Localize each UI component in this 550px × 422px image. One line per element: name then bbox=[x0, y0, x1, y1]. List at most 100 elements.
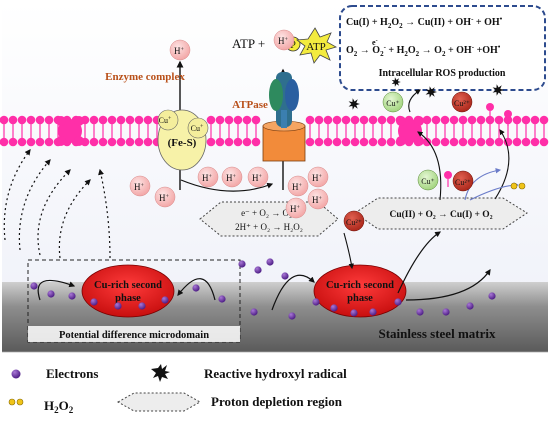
lipid bbox=[386, 115, 396, 147]
lipid bbox=[134, 115, 144, 147]
cu2-ion-membrane-label: Cu²⁺ bbox=[454, 99, 470, 108]
electron bbox=[218, 295, 226, 303]
cu-ion-lower-right-label: Cu⁺ bbox=[421, 177, 435, 186]
cu-rich-phase-right: Cu-rich second phase bbox=[313, 264, 407, 318]
proton-label: H+ bbox=[312, 195, 323, 205]
proton: H+ bbox=[154, 186, 176, 208]
lipid bbox=[8, 115, 18, 147]
phase-left-line2: phase bbox=[115, 293, 141, 304]
electron bbox=[466, 302, 474, 310]
ros-caption: Intracellular ROS production bbox=[379, 68, 506, 79]
atp-equation-text: ATP + bbox=[232, 36, 265, 51]
phosphate-label: P bbox=[290, 40, 296, 51]
electron bbox=[281, 272, 289, 280]
lipid bbox=[422, 115, 432, 147]
lipid bbox=[305, 115, 315, 147]
electrons bbox=[30, 258, 496, 320]
electron-flow-right bbox=[405, 269, 491, 301]
hydroxyl-radical-icon bbox=[348, 98, 360, 110]
legend-electrons-label: Electrons bbox=[46, 366, 98, 381]
lipid bbox=[449, 115, 459, 147]
enzyme-complex-label: Enzyme complex bbox=[105, 71, 185, 83]
lipid bbox=[530, 115, 540, 147]
cu2-to-phase-arrow bbox=[343, 232, 355, 270]
lipid bbox=[35, 115, 45, 147]
lipid bbox=[89, 115, 99, 147]
lipid bbox=[332, 115, 342, 147]
ros-equation-2: O2 → O2- + H2O2 → O2 + OH- +OH• bbox=[346, 43, 501, 58]
cathodic-reaction-1: e⁻ + O₂ → O₂⁻ bbox=[241, 208, 297, 218]
lipid bbox=[494, 115, 504, 147]
protons: H+H+H+H+H+H+H+H+H+H+H+ bbox=[129, 29, 329, 219]
detached-lipid bbox=[444, 171, 452, 187]
lipid bbox=[350, 115, 360, 147]
electron bbox=[442, 308, 450, 316]
electron bbox=[416, 308, 424, 316]
cu2-ion-near-phase-label: Cu²⁺ bbox=[346, 218, 362, 227]
h2o2-marker-diagram bbox=[510, 182, 526, 190]
atpase: ATPase bbox=[232, 72, 306, 162]
hydroxyl-radical-icon bbox=[391, 77, 401, 87]
proton-label: H+ bbox=[278, 36, 289, 46]
electron bbox=[138, 302, 146, 310]
ros-equation-1: Cu(I) + H2O2 → Cu(II) + OH- + OH• bbox=[346, 15, 503, 30]
membrane-pore bbox=[56, 116, 84, 146]
electron bbox=[192, 284, 200, 292]
legend-h2o2-label: H2O2 bbox=[44, 398, 74, 415]
lipid bbox=[125, 115, 135, 147]
hydroxyl-radical-icon bbox=[425, 86, 437, 98]
electron bbox=[254, 266, 262, 274]
lipid bbox=[215, 115, 225, 147]
proton-depletion-region-right: Cu(II) + O₂ → Cu(I) + O₂ bbox=[354, 197, 528, 230]
cu2-ion-lower-right: Cu²⁺ bbox=[452, 170, 474, 192]
lipid bbox=[206, 115, 216, 147]
electron-flow-left-1 bbox=[37, 279, 76, 301]
lipid bbox=[485, 115, 495, 147]
ros-production-box: Cu(I) + H2O2 → Cu(II) + OH- + OH• e- O2 … bbox=[339, 5, 546, 91]
electron bbox=[238, 260, 246, 268]
lipid bbox=[143, 115, 153, 147]
detached-lipid bbox=[504, 110, 512, 126]
atpase-label: ATPase bbox=[232, 99, 268, 111]
proton: H+ bbox=[221, 166, 243, 188]
enzyme-complex: Enzyme complex (Fe-S) Cu+ Cu+ bbox=[105, 71, 209, 171]
cathodic-reaction-2: 2H⁺ + O₂ → H₂O₂ bbox=[235, 222, 303, 232]
atp-product-label: ATP bbox=[306, 41, 326, 53]
legend: Electrons Reactive hydroxyl radical H2O2… bbox=[8, 364, 347, 415]
legend-electron-icon bbox=[11, 369, 21, 379]
lipid bbox=[98, 115, 108, 147]
lipid bbox=[440, 115, 450, 147]
electron bbox=[90, 298, 98, 306]
lipid bbox=[431, 115, 441, 147]
electron bbox=[161, 296, 169, 304]
electron bbox=[47, 290, 55, 298]
electron-flow-mid-2 bbox=[397, 231, 442, 294]
phase-right-line1: Cu-rich second bbox=[326, 280, 394, 291]
lipid bbox=[107, 115, 117, 147]
lipid bbox=[341, 115, 351, 147]
electron bbox=[369, 308, 377, 316]
electron bbox=[488, 292, 496, 300]
electron bbox=[30, 282, 38, 290]
proton-label: H+ bbox=[134, 182, 145, 192]
lipid bbox=[0, 115, 9, 147]
electron bbox=[266, 258, 274, 266]
lipid bbox=[476, 115, 486, 147]
proton-label: H+ bbox=[202, 173, 213, 183]
legend-hydroxyl-icon bbox=[151, 364, 170, 382]
proton-label: H+ bbox=[292, 182, 303, 192]
electron bbox=[114, 302, 122, 310]
dotted-arrow-5 bbox=[3, 149, 31, 241]
dotted-arrow-1 bbox=[18, 159, 51, 251]
proton-label: H+ bbox=[174, 46, 185, 56]
electron bbox=[250, 308, 258, 316]
detached-lipid bbox=[486, 103, 494, 119]
proton: H+ bbox=[307, 188, 329, 210]
lipid bbox=[359, 115, 369, 147]
cu-ion-membrane-left: Cu⁺ bbox=[382, 91, 404, 113]
phase-left-line1: Cu-rich second bbox=[94, 280, 162, 291]
enzyme-center-label: (Fe-S) bbox=[168, 137, 197, 149]
dotted-arrow-3 bbox=[58, 179, 91, 259]
lipid bbox=[377, 115, 387, 147]
microdomain-label: Potential difference microdomain bbox=[59, 330, 209, 341]
